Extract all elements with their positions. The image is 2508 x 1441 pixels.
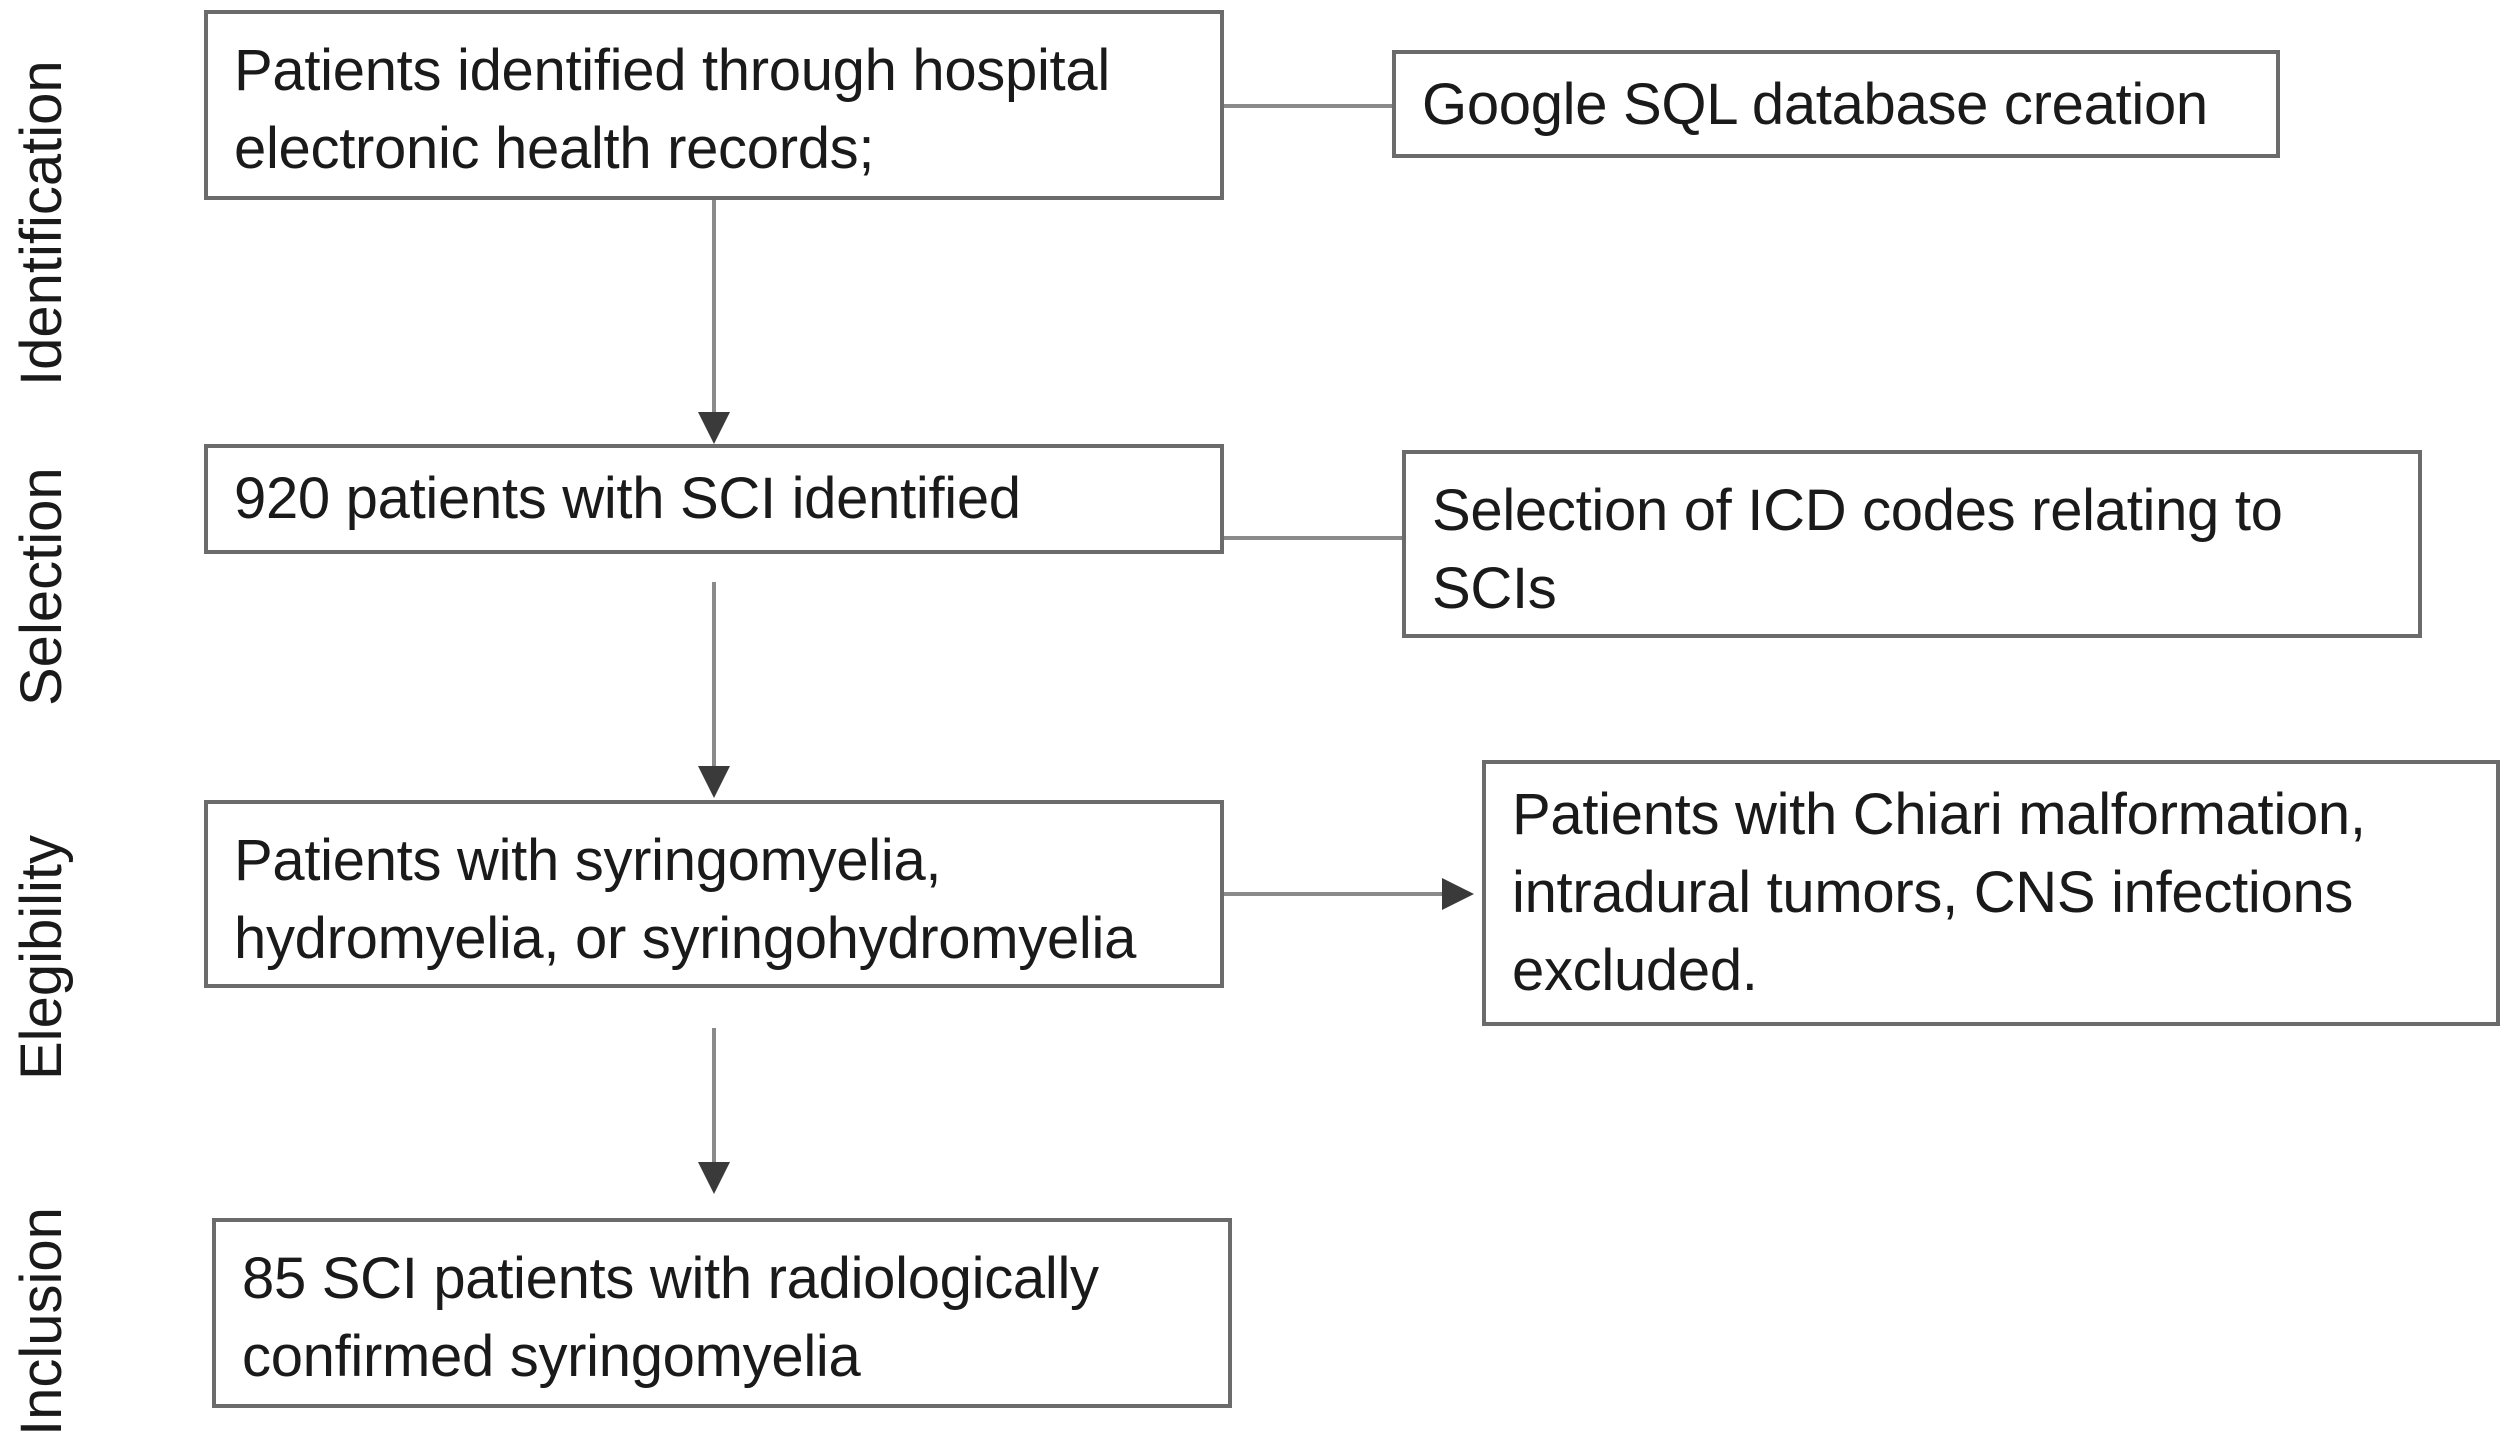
box-patients-identified: Patients identified through hospital ele… [204,10,1224,200]
box-excluded-patients: Patients with Chiari malformation, intra… [1482,760,2500,1026]
box-85-confirmed: 85 SCI patients with radiologically conf… [212,1218,1232,1408]
box-google-sql-database: Google SQL database creation [1392,50,2280,158]
stage-label-inclusion: Inclusion [9,1207,74,1436]
box-icd-codes-selection: Selection of ICD codes relating to SCIs [1402,450,2422,638]
stage-label-selection: Selection [9,467,74,706]
box-syringomyelia-patients: Patients with syringomyelia, hydromyelia… [204,800,1224,988]
stage-label-eligibility: Elegibility [9,835,74,1080]
box-920-patients-sci: 920 patients with SCI identified [204,444,1224,554]
stage-label-identification: Identification [9,60,74,386]
